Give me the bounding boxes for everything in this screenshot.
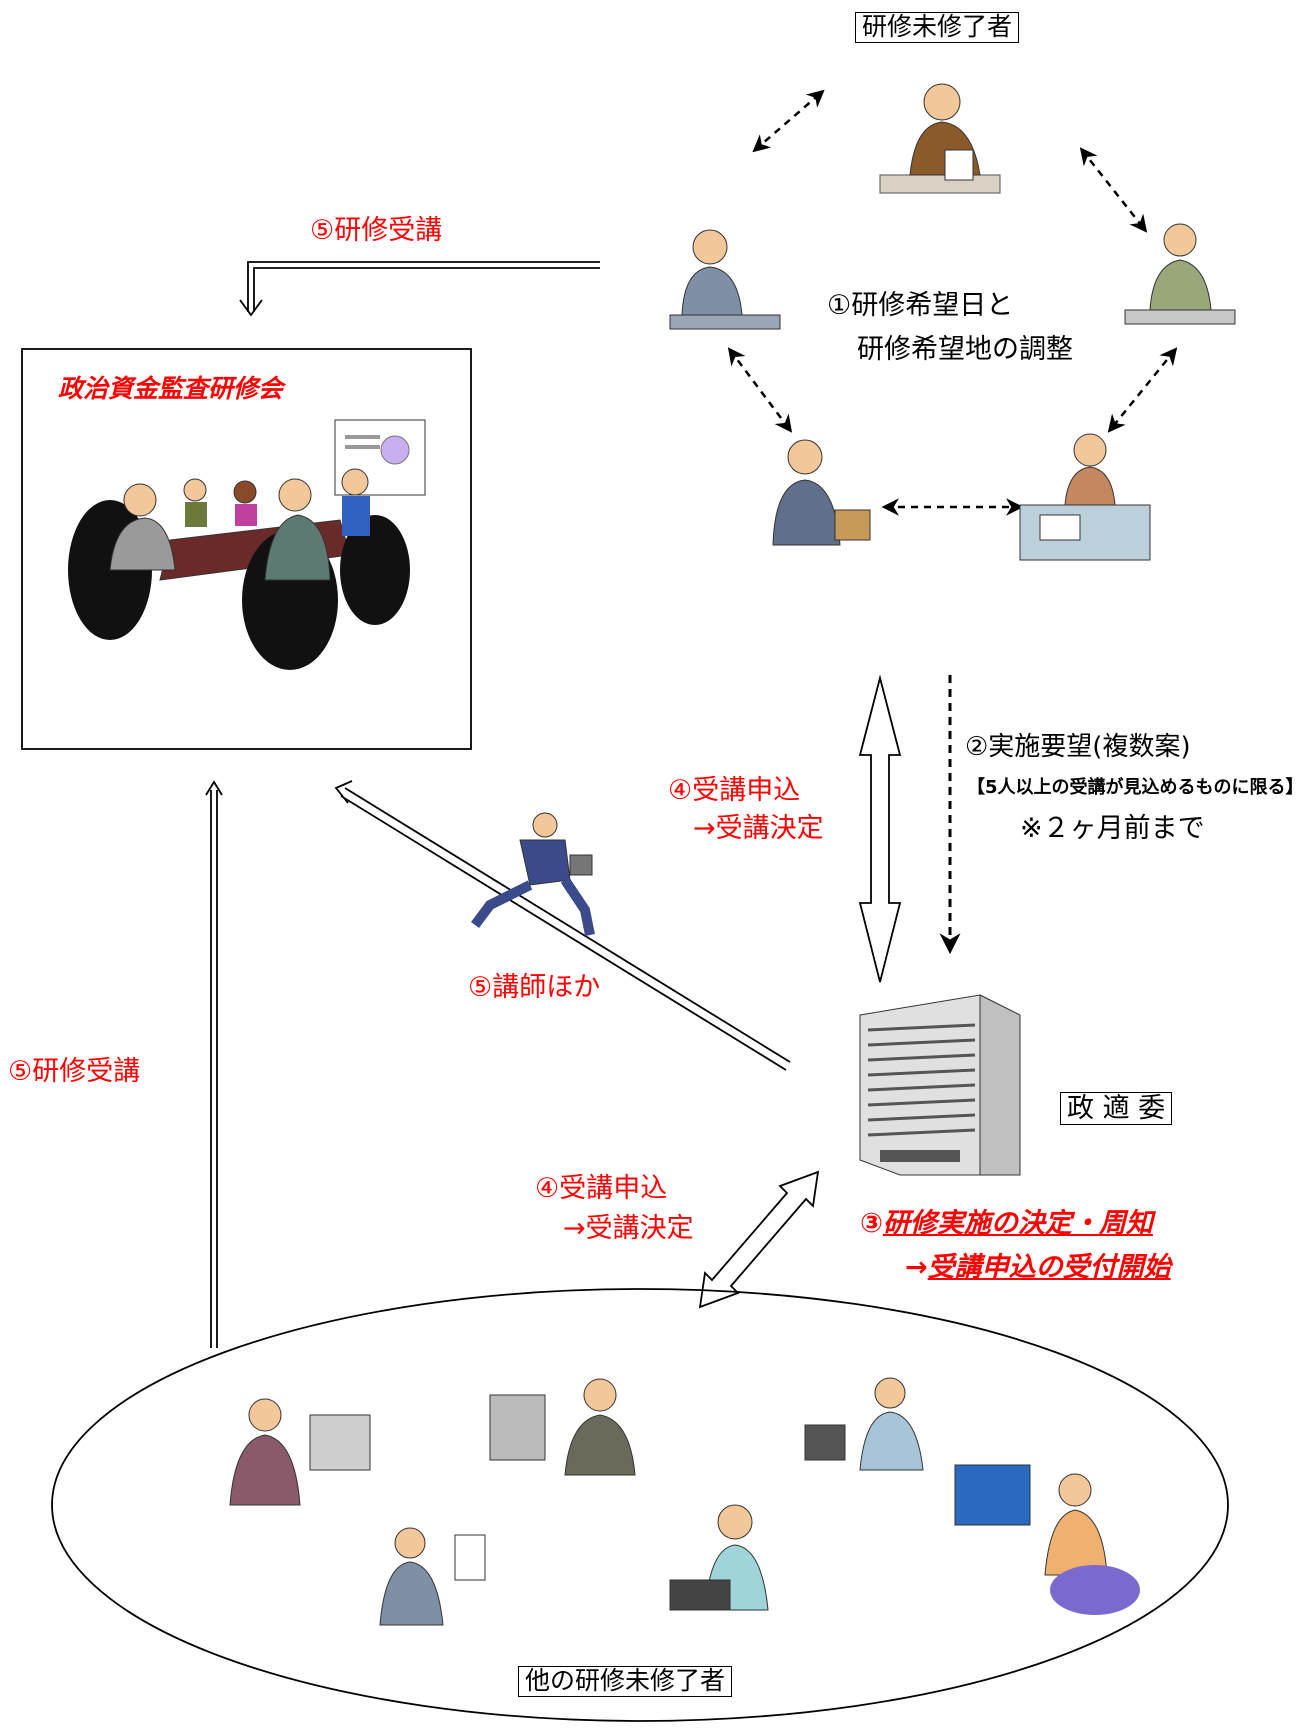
step3-text1: 研修実施の決定・周知 (882, 1208, 1153, 1239)
double-arrow-lecturer (334, 780, 791, 1071)
step3-text2: 受講申込の受付開始 (927, 1252, 1171, 1283)
dashed-arrow-right-down (1107, 347, 1178, 433)
person-figure-lower-left (772, 439, 871, 546)
step4-lower-line1: ④受講申込 (535, 1173, 668, 1204)
meeting-scene (68, 419, 426, 670)
person-figure-bottom-5 (669, 1504, 769, 1611)
step3-prefix: ③ (860, 1208, 883, 1239)
double-arrow-step5-top (239, 261, 600, 317)
person-figure-bottom-4 (379, 1527, 486, 1626)
dashed-arrow-top-left (752, 89, 825, 153)
step5-lecturer-label: ⑤講師ほか (468, 972, 601, 1003)
step4-upper-line2: →受講決定 (693, 813, 824, 844)
bottom-group-label: 他の研修未修了者 (518, 1666, 733, 1697)
step3-line2: →受講申込の受付開始 (905, 1252, 1171, 1283)
step3-line1: ③研修実施の決定・周知 (860, 1208, 1153, 1239)
person-figure-right (1124, 223, 1236, 325)
hollow-arrow-step4-upper (858, 674, 902, 983)
step3-arrow-prefix: → (905, 1252, 928, 1283)
person-figure-left (669, 229, 781, 330)
committee-label: 政 適 委 (1060, 1092, 1173, 1126)
runner-figure (471, 812, 595, 936)
step5-top-label: ⑤研修受講 (310, 215, 443, 246)
hollow-arrow-step4-lower (698, 1170, 820, 1309)
building-figure (859, 994, 1021, 1176)
double-arrow-step5-left (205, 780, 223, 1348)
step5-left-label: ⑤研修受講 (8, 1056, 141, 1087)
dashed-arrow-top-right (1079, 147, 1148, 233)
person-figure-bottom-2 (489, 1378, 636, 1476)
person-figure-bottom-1 (229, 1398, 371, 1506)
step2-line2: 【5人以上の受講が見込めるものに限る】 (967, 777, 1301, 798)
person-figure-top (879, 83, 1001, 194)
step2-line1: ②実施要望(複数案) (965, 732, 1191, 762)
person-figure-bottom-3 (804, 1377, 924, 1471)
step2-line3: ※２ヶ月前まで (1020, 813, 1205, 844)
seminar-title: 政治資金監査研修会 (58, 374, 284, 403)
person-figure-lower-right (1019, 433, 1151, 561)
person-figure-bottom-6 (954, 1464, 1140, 1615)
bottom-group-ellipse (51, 1288, 1229, 1722)
step1-line1: ①研修希望日と (827, 290, 1014, 321)
step4-lower-line2: →受講決定 (563, 1213, 694, 1244)
top-group-label: 研修未修了者 (855, 12, 1020, 43)
step4-upper-line1: ④受講申込 (668, 775, 801, 806)
dashed-arrow-left-down (727, 347, 793, 433)
step1-line2: 研修希望地の調整 (857, 334, 1073, 365)
